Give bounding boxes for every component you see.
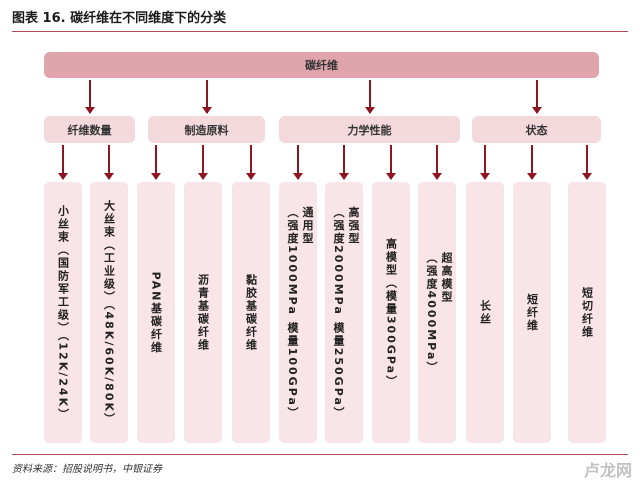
- arrow-to-leaf: [58, 145, 68, 180]
- leaf-label-line: PAN基碳纤维: [149, 271, 163, 354]
- leaf-label: 大丝束（工业级）（48K/60K/80K）: [102, 199, 117, 425]
- leaf-label: 通用型（强度1000MPa 模量100GPa）: [281, 206, 315, 420]
- leaf-label: 短切纤维: [580, 287, 595, 339]
- category-box: 制造原料: [148, 116, 265, 143]
- leaf-label-line: 超高模型: [440, 251, 453, 304]
- leaf-box: 黏胶基碳纤维: [232, 182, 270, 443]
- footer-rule: [12, 454, 628, 455]
- leaf-box: 超高模型（强度4000MPa）: [418, 182, 456, 443]
- root-node: 碳纤维: [44, 52, 599, 78]
- leaf-label-line: 高强型: [347, 205, 360, 245]
- leaf-box: 高强型（强度2000MPa 模量250GPa）: [325, 182, 363, 443]
- leaf-label-line: 长丝: [478, 299, 492, 326]
- leaf-label-line: 通用型: [301, 205, 314, 245]
- category-box: 状态: [472, 116, 601, 143]
- leaf-box: 沥青基碳纤维: [184, 182, 222, 443]
- arrow-to-leaf: [339, 145, 349, 180]
- leaf-label: 超高模型（强度4000MPa）: [420, 251, 454, 374]
- leaf-label: 长丝: [478, 300, 493, 326]
- arrow-to-leaf: [104, 145, 114, 180]
- leaf-box: PAN基碳纤维: [137, 182, 175, 443]
- arrow-to-leaf: [432, 145, 442, 180]
- leaf-label: 高模型（模量300GPa）: [384, 237, 399, 387]
- leaf-label-line: 高模型（模量300GPa）: [384, 237, 398, 388]
- leaf-label: 高强型（强度2000MPa 模量250GPa）: [327, 206, 361, 420]
- leaf-box: 长丝: [466, 182, 504, 443]
- leaf-label-line: 小丝束（国防军工级）（12K/24K）: [56, 204, 70, 421]
- leaf-label-line: 黏胶基碳纤维: [244, 273, 258, 352]
- arrow-to-category: [531, 80, 542, 114]
- arrow-to-leaf: [151, 145, 161, 180]
- arrow-to-leaf: [582, 145, 592, 180]
- category-box: 纤维数量: [44, 116, 135, 143]
- leaf-box: 短纤维: [513, 182, 551, 443]
- leaf-label: 小丝束（国防军工级）（12K/24K）: [56, 204, 71, 420]
- leaf-box: 短切纤维: [568, 182, 606, 443]
- leaf-label-line: （强度4000MPa）: [425, 251, 438, 374]
- arrow-to-leaf: [293, 145, 303, 180]
- source-note: 资料来源：招股说明书，中银证券: [12, 464, 162, 475]
- leaf-label-line: 大丝束（工业级）（48K/60K/80K）: [102, 199, 116, 426]
- arrow-to-leaf: [198, 145, 208, 180]
- leaf-label: 黏胶基碳纤维: [244, 274, 259, 352]
- leaf-box: 小丝束（国防军工级）（12K/24K）: [44, 182, 82, 443]
- arrow-to-leaf: [246, 145, 256, 180]
- leaf-label-line: 短切纤维: [580, 286, 594, 339]
- arrow-to-category: [84, 80, 95, 114]
- leaf-box: 高模型（模量300GPa）: [372, 182, 410, 443]
- arrow-to-category: [201, 80, 212, 114]
- category-box: 力学性能: [279, 116, 460, 143]
- figure-title: 图表 16. 碳纤维在不同维度下的分类: [12, 11, 227, 26]
- leaf-label-line: （强度1000MPa 模量100GPa）: [286, 205, 299, 420]
- watermark: 卢龙网: [583, 461, 632, 480]
- leaf-label-line: 短纤维: [525, 293, 539, 332]
- arrow-to-category: [364, 80, 375, 114]
- arrow-to-leaf: [386, 145, 396, 180]
- leaf-label: 沥青基碳纤维: [196, 274, 211, 352]
- leaf-label: 短纤维: [525, 293, 540, 332]
- arrow-to-leaf: [527, 145, 537, 180]
- title-rule: [12, 31, 628, 32]
- leaf-box: 通用型（强度1000MPa 模量100GPa）: [279, 182, 317, 443]
- leaf-label-line: 沥青基碳纤维: [196, 273, 210, 352]
- leaf-label-line: （强度2000MPa 模量250GPa）: [332, 205, 345, 420]
- leaf-label: PAN基碳纤维: [149, 271, 164, 354]
- leaf-box: 大丝束（工业级）（48K/60K/80K）: [90, 182, 128, 443]
- arrow-to-leaf: [480, 145, 490, 180]
